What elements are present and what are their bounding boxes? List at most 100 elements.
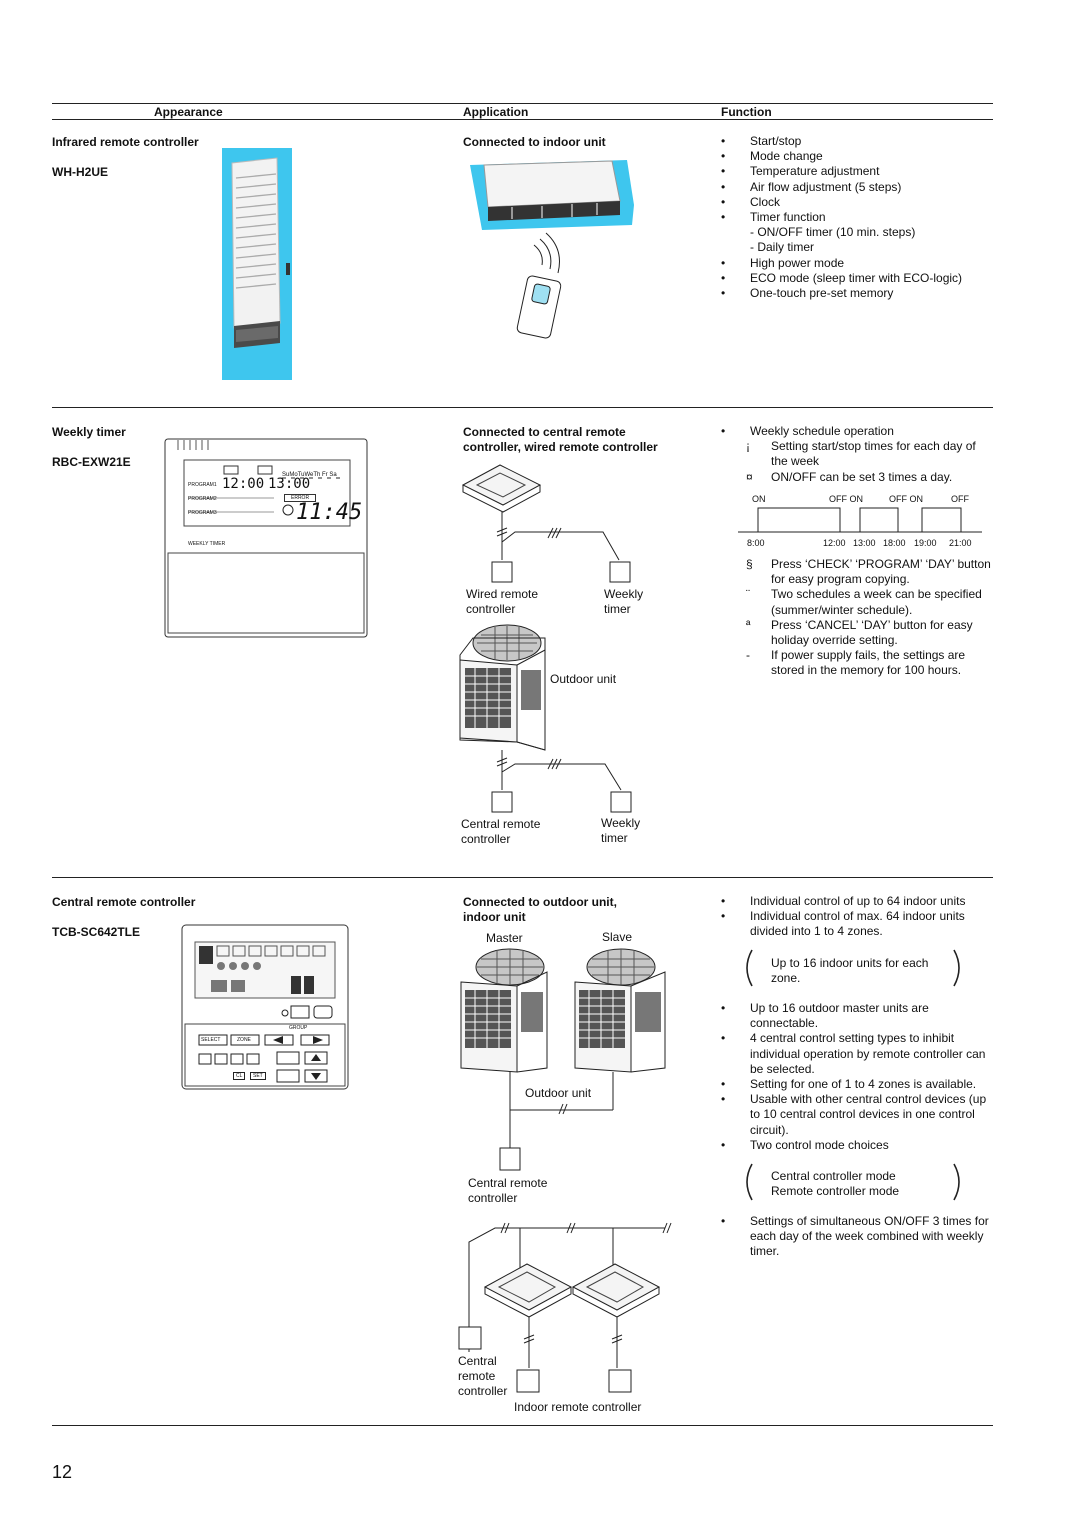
bullet-glyph: § (746, 557, 753, 571)
schedule-time-0800: 8:00 (747, 538, 765, 548)
function-text: Individual control of max. 64 indoor uni… (750, 909, 965, 939)
row2-application-1: Connected to central remote (463, 425, 626, 439)
row3-application-2: indoor unit (463, 910, 526, 924)
program3-label: PROGRAM3 (188, 510, 217, 516)
function-item: •Two control mode choices (721, 1138, 993, 1153)
select-button[interactable]: SELECT (201, 1037, 221, 1043)
bullet-glyph: ¡ (746, 439, 750, 454)
function-item: •4 central control setting types to inhi… (721, 1031, 993, 1077)
bullet-glyph: • (721, 1092, 726, 1107)
function-text: Mode change (750, 149, 823, 164)
function-item: •One-touch pre-set memory (721, 286, 996, 301)
row1-name: Infrared remote controller (52, 135, 199, 149)
row2-model: RBC-EXW21E (52, 455, 131, 469)
label-central-remote-2: controller (468, 1191, 518, 1205)
function-text: Usable with other central control device… (750, 1092, 987, 1137)
schedule-time-1300: 13:00 (853, 538, 876, 548)
function-item: • Clock (721, 195, 996, 210)
zone-button[interactable]: ZONE (237, 1037, 251, 1043)
schedule-timeline (738, 507, 982, 533)
top-rule (52, 103, 993, 104)
function-item: •High power mode (721, 256, 996, 271)
bullet-glyph: • (721, 149, 726, 164)
label-wired-2: controller (466, 602, 516, 616)
function-item: • Mode change (721, 149, 996, 164)
function-text: Press ‘CHECK’ ‘PROGRAM’ ‘DAY’ button for… (771, 557, 991, 587)
function-item: •Air flow adjustment (5 steps) (721, 180, 996, 195)
lcd-stop-time: 13:00 (268, 476, 311, 492)
function-text: Clock (750, 194, 781, 209)
row2-function-list-b: § Press ‘CHECK’ ‘PROGRAM’ ‘DAY’ button fo… (721, 557, 993, 679)
label-slave: Slave (602, 930, 633, 944)
paren-note-2-line1: Central controller mode (771, 1169, 896, 1183)
program1-label: PROGRAM1 (188, 482, 217, 488)
bullet-glyph: • (721, 894, 726, 908)
row3-function-list-c: •Settings of simultaneous ON/OFF 3 times… (721, 1214, 993, 1260)
row1-application: Connected to indoor unit (463, 135, 606, 149)
bullet-glyph: • (721, 164, 726, 179)
row3-function-list-a: • Individual control of up to 64 indoor u… (721, 894, 993, 940)
function-item: ¨Two schedules a week can be specified (… (721, 587, 993, 617)
bullet-glyph: • (721, 909, 726, 924)
function-text: ON/OFF can be set 3 times a day. (771, 469, 953, 484)
bullet-glyph: • (721, 179, 726, 194)
function-text: Setting start/stop times for each day of… (771, 439, 976, 469)
row3-model: TCB-SC642TLE (52, 925, 141, 939)
label-central-3: Central (458, 1354, 497, 1368)
function-text: Individual control of up to 64 indoor un… (750, 894, 966, 908)
schedule-state-on: ON (752, 494, 766, 504)
central-controller-device: SELECT ZONE GROUP CL SET (181, 924, 349, 1090)
function-text: - Daily timer (750, 240, 815, 255)
bullet-glyph: ª (746, 617, 751, 632)
function-item: • Individual control of max. 64 indoor un… (721, 909, 993, 939)
label-controller-5: controller (458, 1384, 508, 1398)
function-item: • Individual control of up to 64 indoor u… (721, 894, 993, 909)
function-item: • Usable with other central control devic… (721, 1092, 993, 1138)
label-central-2: controller (461, 832, 511, 846)
weekly-timer-body (164, 438, 368, 638)
row-divider (52, 877, 993, 878)
row3-name: Central remote controller (52, 895, 196, 909)
bullet-glyph: • (721, 1001, 726, 1015)
bullet-glyph: • (721, 286, 726, 301)
function-item: •Setting for one of 1 to 4 zones is avai… (721, 1077, 993, 1092)
paren-note-1: Up to 16 indoor units for each zone. (771, 956, 929, 986)
row1-function-list: •Start/stop •Mode change •Temperature ad… (721, 134, 996, 301)
label-wired-1: Wired remote (466, 587, 539, 601)
bullet-glyph: • (721, 270, 726, 285)
bullet-glyph: • (721, 194, 726, 209)
schedule-time-1200: 12:00 (823, 538, 846, 548)
parenthesis-brackets-1 (746, 949, 960, 987)
set-button[interactable]: SET (250, 1072, 266, 1080)
parenthesis-brackets-2 (746, 1163, 960, 1201)
label-central-remote-1: Central remote (468, 1176, 548, 1190)
schedule-time-1900: 19:00 (914, 538, 937, 548)
function-text: ECO mode (sleep timer with ECO-logic) (750, 270, 963, 285)
function-text: 4 central control setting types to inhib… (750, 1031, 986, 1076)
label-remote-4: remote (458, 1369, 496, 1383)
bullet-glyph: • (721, 134, 726, 148)
label-weekly-4: timer (601, 831, 628, 845)
label-indoor-remote: Indoor remote controller (514, 1400, 642, 1414)
function-item: •Up to 16 outdoor master units are conne… (721, 1001, 993, 1031)
function-text: Press ‘CANCEL’ ‘DAY’ button for easy hol… (771, 617, 973, 648)
row2-name: Weekly timer (52, 425, 126, 439)
function-item: • ECO mode (sleep timer with ECO-logic) (721, 271, 996, 286)
row2-function-list-a: •Weekly schedule operation ¡Setting star… (721, 424, 993, 485)
weekly-timer-device: PROGRAM1 PROGRAM2 PROGRAM3 12:00 13:00 S… (164, 438, 368, 638)
label-central-1: Central remote (461, 817, 541, 831)
function-item: •Timer function (721, 210, 996, 225)
schedule-time-2100: 21:00 (949, 538, 972, 548)
lcd-clock: 11:45 (296, 500, 363, 525)
bullet-glyph: ¤ (746, 469, 753, 484)
function-item: - Daily timer (721, 240, 996, 255)
bottom-rule (52, 1425, 993, 1426)
function-text: Settings of simultaneous ON/OFF 3 times … (750, 1214, 989, 1259)
schedule-state-off-on-1: OFF ON (829, 494, 863, 504)
lcd-error: ERROR (284, 494, 317, 502)
lcd-start-time: 12:00 (222, 476, 265, 492)
paren-note-2-line2: Remote controller mode (771, 1184, 900, 1198)
cl-button[interactable]: CL (233, 1072, 246, 1080)
central-controller-body (181, 924, 349, 1090)
function-text: Start/stop (750, 134, 802, 148)
